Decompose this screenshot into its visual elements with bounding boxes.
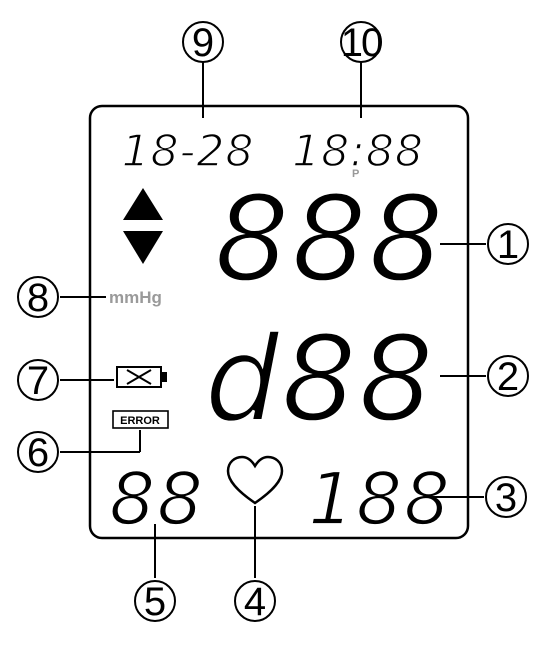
date-digits: 18-28 — [122, 126, 255, 177]
arrow-up-icon — [123, 188, 163, 220]
error-indicator: ERROR — [112, 410, 169, 429]
arrow-down-icon — [123, 231, 163, 264]
time-suffix: P — [352, 168, 359, 180]
callout-2: 2 — [487, 355, 529, 399]
callout-6: 6 — [17, 431, 59, 475]
svg-text:8: 8 — [27, 276, 49, 320]
callout-7: 7 — [17, 359, 59, 403]
callout-10: 10 — [340, 21, 384, 65]
battery-low-icon — [116, 366, 167, 388]
heart-icon — [226, 455, 284, 505]
svg-text:1: 1 — [497, 223, 519, 267]
callout-4: 4 — [234, 580, 276, 624]
svg-text:10: 10 — [341, 21, 382, 65]
systolic-digits: 888 — [214, 170, 445, 308]
memory-digits: 88 — [109, 457, 205, 541]
svg-text:5: 5 — [144, 580, 166, 624]
svg-text:4: 4 — [244, 580, 266, 624]
svg-text:3: 3 — [495, 476, 517, 520]
callout-1: 1 — [487, 223, 529, 267]
callout-3: 3 — [485, 476, 527, 520]
callout-5: 5 — [134, 580, 176, 624]
svg-text:6: 6 — [27, 431, 49, 475]
diastolic-digits: d88 — [204, 310, 435, 448]
svg-text:2: 2 — [497, 355, 519, 399]
leader-lines — [60, 62, 486, 578]
time-digits: 18:88 — [292, 126, 424, 177]
error-label: ERROR — [120, 415, 160, 427]
callout-9: 9 — [182, 21, 224, 65]
unit-label: mmHg — [109, 288, 162, 307]
callout-8: 8 — [17, 276, 59, 320]
svg-text:9: 9 — [192, 21, 214, 65]
pulse-digits: 188 — [308, 457, 451, 541]
svg-text:7: 7 — [27, 359, 49, 403]
lcd-frame — [88, 104, 470, 540]
